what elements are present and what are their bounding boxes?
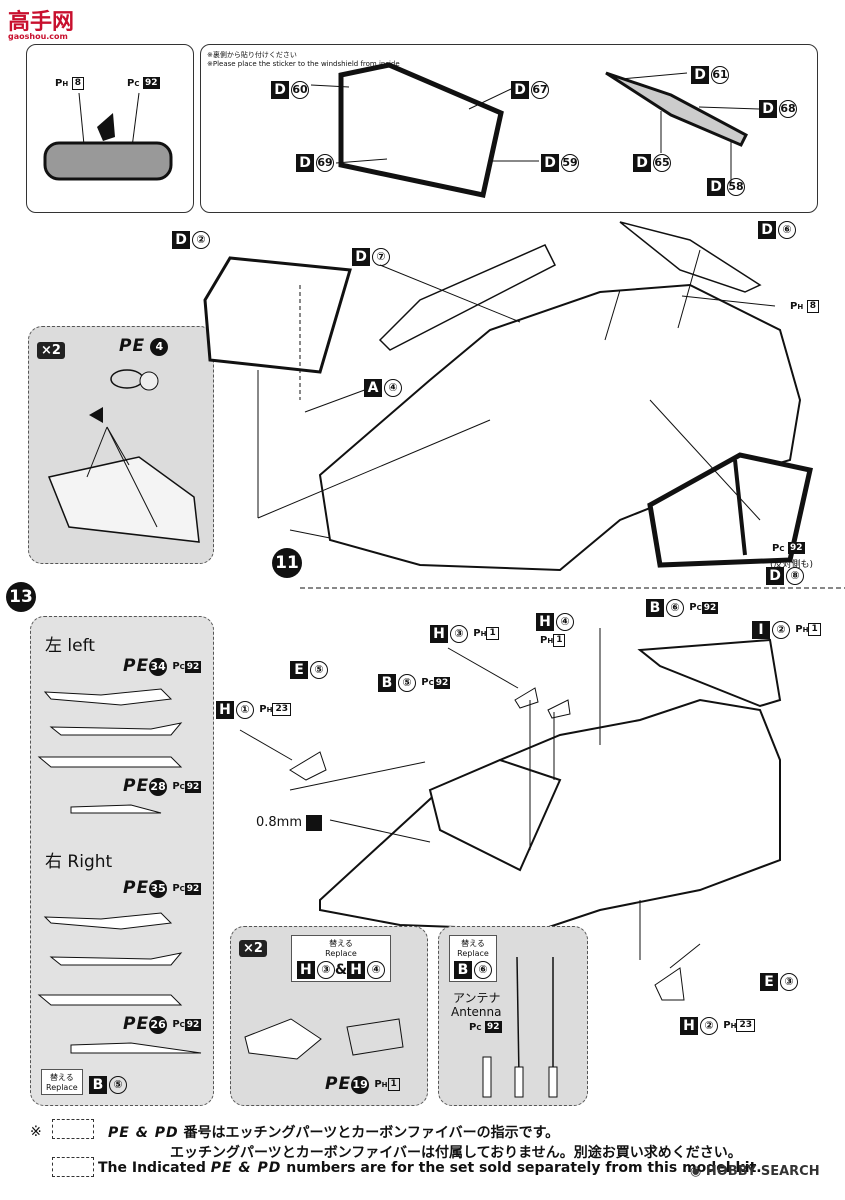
pe19-drawing bbox=[244, 1018, 404, 1060]
antenna-label-en: Antenna bbox=[451, 1005, 502, 1019]
brand-logo: ◉ HOBBY SEARCH bbox=[690, 1164, 820, 1179]
label-pc92-step11: PC 92 bbox=[772, 542, 805, 554]
replace-jp-sub1: 替える bbox=[329, 939, 353, 948]
antenna-pc-label: PC 92 bbox=[469, 1021, 502, 1033]
antenna-label-jp: アンテナ bbox=[453, 991, 501, 1005]
sticker-note-jp: ※裏側から貼り付けください bbox=[207, 51, 297, 59]
footer-note-mark: ※ bbox=[30, 1124, 42, 1140]
left-side-label: 左 left bbox=[45, 636, 95, 656]
sticker-note: ※裏側から貼り付けください ※Please place the sticker … bbox=[207, 51, 400, 69]
mirror-panel: PH 8 PC 92 bbox=[26, 44, 194, 213]
replace-jp-sub2: 替える bbox=[461, 939, 485, 948]
step-13-marker: 13 bbox=[6, 582, 36, 612]
x2-badge: ×2 bbox=[37, 339, 65, 359]
replace-en-sub1: Replace bbox=[325, 949, 357, 958]
replace-box-b5: 替える Replace bbox=[41, 1069, 83, 1095]
footer-line2: エッチングパーツとカーボンファイバーは付属しておりません。別途お買い求めください… bbox=[170, 1145, 742, 1161]
watermark-site-cn: 高手网 bbox=[8, 10, 75, 35]
mirror-pc-label: PC 92 bbox=[127, 77, 160, 89]
replace-jp: 替える bbox=[49, 1073, 74, 1082]
footer-dash-box-2 bbox=[52, 1156, 100, 1177]
footer-line3: The Indicated PE & PD numbers are for th… bbox=[98, 1160, 762, 1176]
replace-en-sub2: Replace bbox=[457, 949, 489, 958]
mirror-drawing bbox=[43, 92, 173, 181]
replace-en: Replace bbox=[46, 1083, 78, 1092]
footer-line1: PE & PD 番号はエッチングパーツとカーボンファイバーの指示です。 bbox=[108, 1125, 560, 1141]
wiper-drawings bbox=[37, 688, 202, 1054]
watermark-logo: 高手网 gaoshou.com bbox=[8, 4, 74, 41]
windshield-drawing bbox=[310, 62, 760, 198]
watermark-site-url: gaoshou.com bbox=[8, 32, 68, 41]
right-side-label: 右 Right bbox=[45, 852, 113, 872]
sticker-note-en: ※Please place the sticker to the windshi… bbox=[207, 60, 400, 68]
antenna-drawing bbox=[482, 956, 558, 1098]
pe4-label: PE 4 bbox=[119, 337, 169, 356]
x2-badge-sub: ×2 bbox=[239, 937, 267, 957]
pe4-detail-panel: ×2 PE 4 bbox=[28, 326, 214, 564]
step11-car-drawing bbox=[203, 221, 845, 589]
label-thickness: 0.8mm bbox=[256, 814, 323, 832]
mirror-ph-label: PH 8 bbox=[55, 75, 84, 93]
label-opposite-side: (反対側も) bbox=[770, 560, 814, 570]
label-ph8-step11: PH 8 bbox=[790, 298, 819, 316]
windshield-sticker-panel: ※裏側から貼り付けください ※Please place the sticker … bbox=[200, 44, 818, 213]
step-11-marker: 11 bbox=[272, 548, 302, 578]
footer-dash-box-1 bbox=[52, 1118, 100, 1139]
brand-name: HOBBY SEARCH bbox=[705, 1164, 820, 1179]
pe4-drawing bbox=[47, 369, 200, 543]
